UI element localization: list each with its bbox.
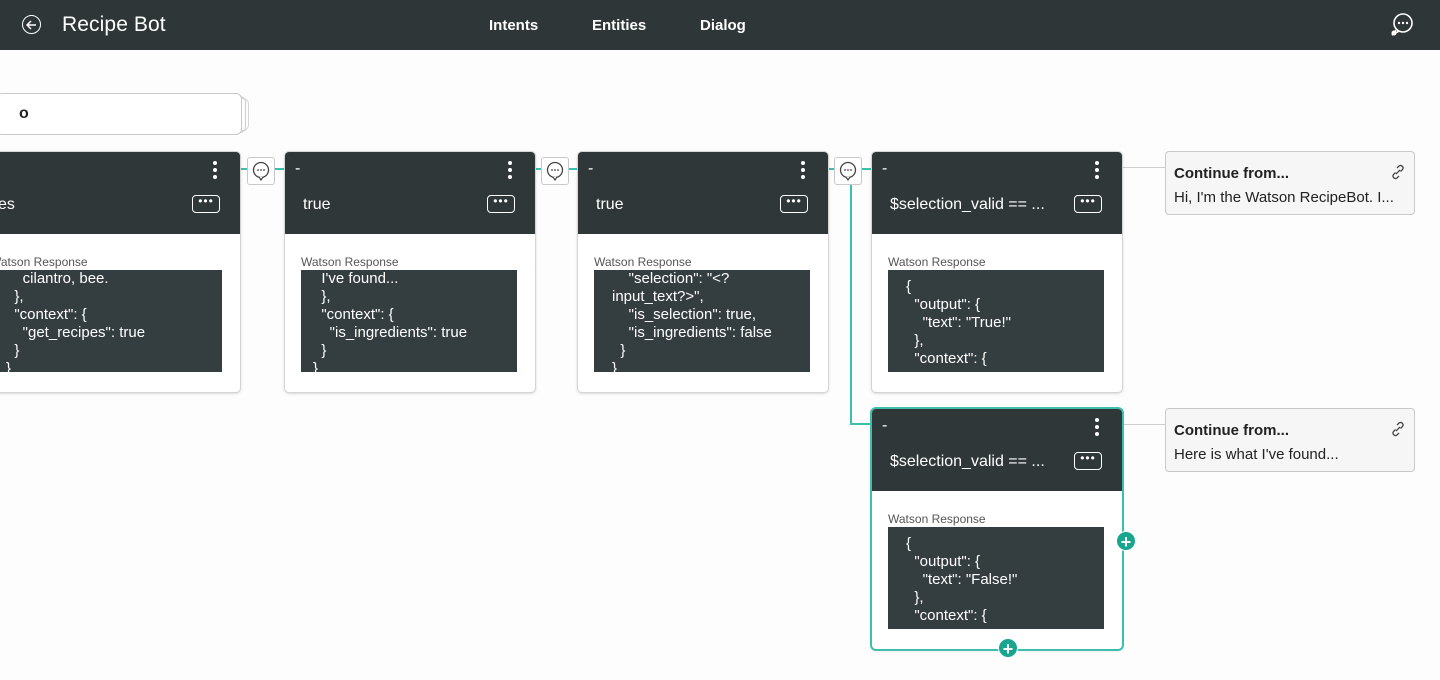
dialog-node[interactable]: yes ••• Watson Response cilantro, bee. }… <box>0 152 240 392</box>
tab-dialog[interactable]: Dialog <box>700 17 746 34</box>
continue-text: Hi, I'm the Watson RecipeBot. I... <box>1174 189 1394 206</box>
response-label: Watson Response <box>888 512 986 526</box>
continue-from-box[interactable]: Continue from... Here is what I've found… <box>1165 408 1415 472</box>
response-code: { "output": { "text": "True!" }, "contex… <box>888 270 1104 372</box>
node-condition: true <box>596 196 624 213</box>
kebab-menu-icon[interactable] <box>507 161 513 183</box>
continue-from-box[interactable]: Continue from... Hi, I'm the Watson Reci… <box>1165 151 1415 215</box>
response-code: cilantro, bee. }, "context": { "get_reci… <box>0 270 222 372</box>
response-code: { "output": { "text": "False!" }, "conte… <box>888 527 1104 629</box>
node-header: - $selection_valid == ... ••• <box>872 409 1122 491</box>
node-title: - <box>295 160 301 177</box>
top-bar: Recipe Bot Intents Entities Dialog <box>0 0 1440 50</box>
continue-title: Continue from... <box>1174 165 1289 182</box>
continue-text: Here is what I've found... <box>1174 446 1339 463</box>
tab-intents[interactable]: Intents <box>489 17 539 34</box>
more-options-icon[interactable]: ••• <box>192 195 220 213</box>
node-title: - <box>588 160 594 177</box>
node-condition: $selection_valid == ... <box>890 453 1045 470</box>
jump-line <box>1121 167 1165 168</box>
response-label: Watson Response <box>594 255 692 269</box>
response-code: "selection": "<? input_text?>", "is_sele… <box>594 270 810 372</box>
back-icon[interactable] <box>22 15 41 34</box>
response-bubble-icon[interactable] <box>541 157 569 185</box>
kebab-menu-icon[interactable] <box>1094 418 1100 440</box>
app-title: Recipe Bot <box>62 13 166 36</box>
more-options-icon[interactable]: ••• <box>1074 195 1102 213</box>
node-title: - <box>882 160 888 177</box>
add-sibling-button[interactable]: + <box>1116 531 1136 552</box>
node-header: - true ••• <box>285 152 535 234</box>
kebab-menu-icon[interactable] <box>800 161 806 183</box>
response-label: Watson Response <box>301 255 399 269</box>
continue-title: Continue from... <box>1174 422 1289 439</box>
more-options-icon[interactable]: ••• <box>1074 452 1102 470</box>
node-header: - true ••• <box>578 152 828 234</box>
node-condition: true <box>303 196 331 213</box>
jump-line <box>1121 424 1165 425</box>
response-code: I've found... }, "context": { "is_ingred… <box>301 270 517 372</box>
try-it-chat-icon[interactable] <box>1389 12 1415 38</box>
parent-node-label: o <box>19 105 29 122</box>
node-title: - <box>882 417 888 434</box>
node-condition: $selection_valid == ... <box>890 196 1045 213</box>
branch-connector <box>850 178 852 425</box>
dialog-node[interactable]: - $selection_valid == ... ••• Watson Res… <box>872 152 1122 392</box>
branch-connector <box>850 423 872 425</box>
link-icon[interactable] <box>1390 421 1406 437</box>
link-icon[interactable] <box>1390 164 1406 180</box>
add-child-button[interactable]: + <box>998 638 1018 659</box>
more-options-icon[interactable]: ••• <box>487 195 515 213</box>
response-label: Watson Response <box>0 255 88 269</box>
more-options-icon[interactable]: ••• <box>780 195 808 213</box>
response-label: Watson Response <box>888 255 986 269</box>
node-condition: yes <box>0 196 15 213</box>
response-bubble-icon[interactable] <box>247 157 275 185</box>
kebab-menu-icon[interactable] <box>1094 161 1100 183</box>
node-header: yes ••• <box>0 152 240 234</box>
node-header: - $selection_valid == ... ••• <box>872 152 1122 234</box>
response-bubble-icon[interactable] <box>834 157 862 185</box>
parent-node[interactable] <box>0 93 242 135</box>
tab-entities[interactable]: Entities <box>592 17 647 34</box>
dialog-node[interactable]: - true ••• Watson Response I've found...… <box>285 152 535 392</box>
dialog-node-selected[interactable]: - $selection_valid == ... ••• Watson Res… <box>872 409 1122 649</box>
kebab-menu-icon[interactable] <box>212 161 218 183</box>
dialog-node[interactable]: - true ••• Watson Response "selection": … <box>578 152 828 392</box>
